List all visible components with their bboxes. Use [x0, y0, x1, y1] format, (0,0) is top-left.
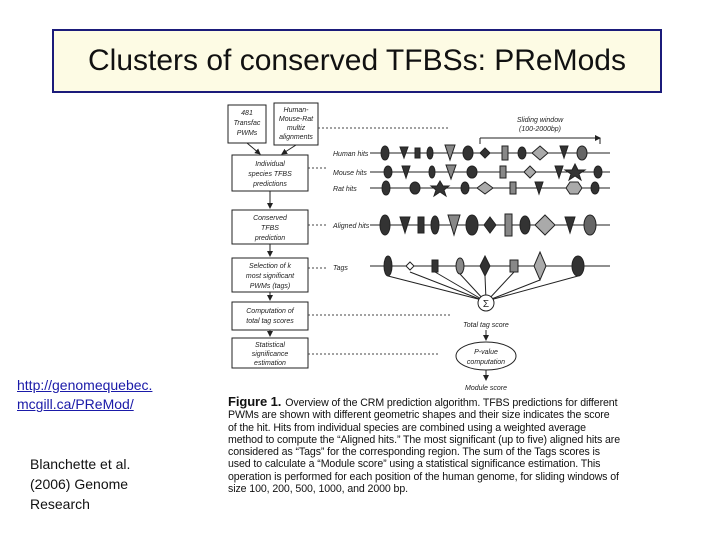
box-conserved: Conserved TFBS prediction [231, 209, 309, 245]
hit-shapes-aligned [379, 213, 597, 237]
sum-node: Σ [477, 294, 495, 312]
module-score-label: Module score [465, 385, 507, 392]
caption-label: Figure 1. [228, 394, 282, 409]
link-line-2[interactable]: mcgill.ca/PReMod/ [17, 396, 134, 412]
pvalue-node: P-value computation [455, 341, 517, 371]
box-alignments: Human- Mouse-Rat multiz alignments [273, 102, 319, 146]
box-computation-line-1: Computation of [246, 308, 295, 315]
box-conserved-line-1: Conserved [253, 215, 288, 222]
box-conserved-line-3: prediction [254, 235, 285, 242]
hit-shapes-human [380, 144, 588, 162]
hit-shapes-rat [381, 180, 600, 198]
total-tag-score-label: Total tag score [463, 322, 509, 329]
box-pwms: 481 Transfac PWMs [227, 104, 267, 144]
box-selection: Selection of k most significant PWMs (ta… [231, 257, 309, 293]
sliding-window: Sliding window (100-2000bp) [479, 117, 601, 144]
box-individual-line-1: Individual [255, 161, 285, 168]
box-computation: Computation of total tag scores [231, 301, 309, 331]
box-selection-line-2: most significant [246, 273, 295, 280]
sum-symbol: Σ [483, 299, 489, 310]
box-alignments-line-2: Mouse-Rat [279, 116, 314, 123]
box-pwms-line-1: 481 [241, 110, 253, 117]
citation-line-2: (2006) Genome [30, 476, 129, 492]
box-individual: Individual species TFBS predictions [231, 154, 309, 192]
sliding-window-label: Sliding window [517, 117, 564, 124]
sliding-window-range: (100-2000bp) [519, 126, 561, 133]
box-alignments-line-4: alignments [279, 134, 313, 141]
row-label-mouse: Mouse hits [333, 170, 367, 177]
box-computation-line-2: total tag scores [246, 318, 294, 325]
row-label-aligned: Aligned hits [332, 223, 370, 230]
hit-shapes-mouse [383, 162, 603, 182]
box-selection-line-3: PWMs (tags) [250, 283, 290, 290]
box-alignments-line-1: Human- [284, 107, 310, 114]
pvalue-line-2: computation [467, 359, 505, 366]
citation: Blanchette et al. (2006) Genome Research [30, 454, 200, 514]
box-selection-line-1: Selection of k [249, 263, 292, 270]
row-label-human: Human hits [333, 151, 369, 158]
box-individual-line-2: species TFBS [248, 171, 292, 178]
premod-link[interactable]: http://genomequebec. mcgill.ca/PReMod/ [17, 376, 207, 414]
link-line-1[interactable]: http://genomequebec. [17, 377, 153, 393]
box-pwms-line-2: Transfac [234, 120, 261, 127]
citation-line-3: Research [30, 496, 90, 512]
box-conserved-line-2: TFBS [261, 225, 279, 232]
citation-line-1: Blanchette et al. [30, 456, 131, 472]
row-label-rat: Rat hits [333, 186, 357, 193]
box-statistical-line-2: significance [252, 351, 289, 358]
box-pwms-line-3: PWMs [237, 130, 258, 137]
title-box: Clusters of conserved TFBSs: PReMods [52, 29, 662, 93]
box-statistical: Statistical significance estimation [231, 337, 309, 369]
caption-text: Overview of the CRM prediction algorithm… [228, 397, 621, 496]
crm-algorithm-figure: 481 Transfac PWMs Human- Mouse-Rat multi… [227, 102, 610, 392]
pvalue-line-1: P-value [474, 349, 498, 356]
row-label-tags: Tags [333, 265, 348, 272]
box-alignments-line-3: multiz [287, 125, 306, 132]
figure-caption: Figure 1.Overview of the CRM prediction … [228, 394, 621, 496]
slide-title: Clusters of conserved TFBSs: PReMods [88, 44, 626, 77]
box-statistical-line-3: estimation [254, 360, 286, 367]
box-statistical-line-1: Statistical [255, 342, 285, 349]
box-individual-line-3: predictions [252, 181, 287, 188]
